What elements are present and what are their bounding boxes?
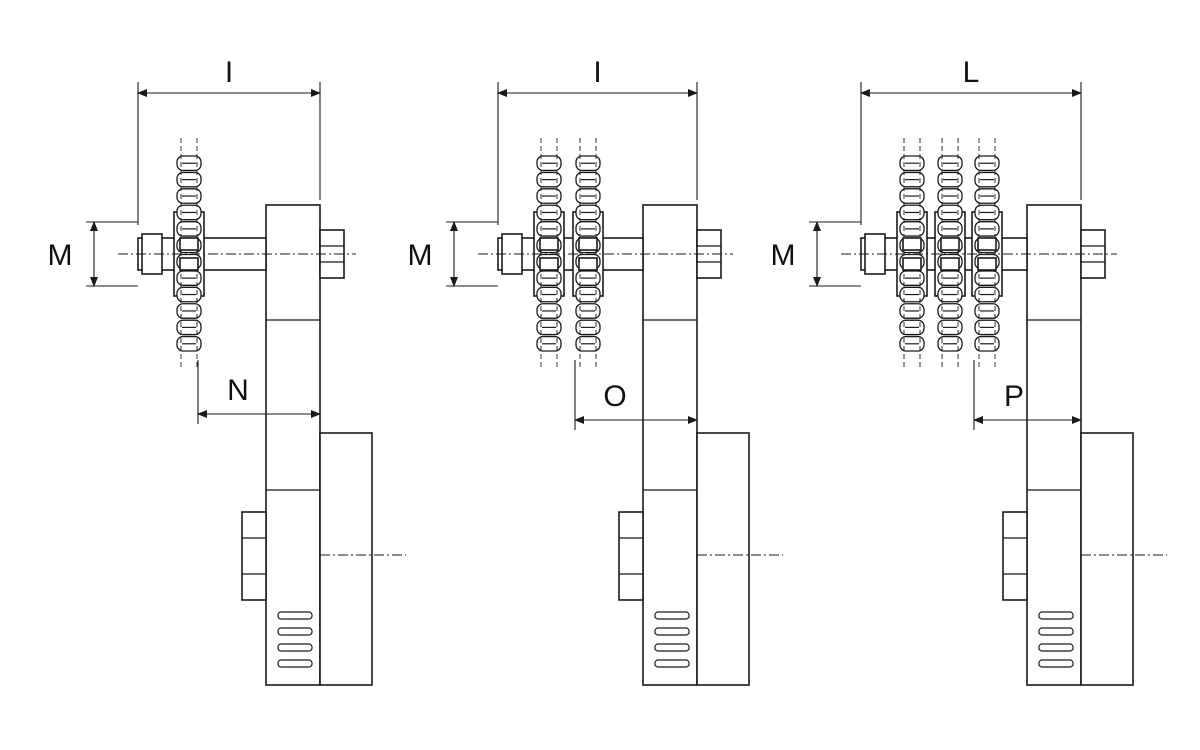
- mounting-bolt: [241, 511, 267, 601]
- vent-slot: [654, 659, 690, 668]
- offset-label: N: [227, 374, 249, 407]
- hub-bolt: [940, 237, 960, 251]
- hub-bolt: [977, 237, 997, 251]
- hub-bolt: [902, 257, 922, 271]
- hub-bolt: [977, 257, 997, 271]
- hub-bolt: [578, 237, 598, 251]
- offset-label: O: [603, 380, 626, 413]
- tensioner-arm: [265, 204, 321, 686]
- hub-bolt: [940, 257, 960, 271]
- vent-slot: [1038, 611, 1074, 620]
- tensioner-arm: [1026, 204, 1082, 686]
- vent-slot: [1038, 627, 1074, 636]
- vent-slot: [277, 627, 313, 636]
- hub-bolt: [179, 237, 199, 251]
- hub-bolt: [539, 237, 559, 251]
- offset-label: P: [1004, 380, 1024, 413]
- hub-bolt: [578, 257, 598, 271]
- vent-slot: [277, 643, 313, 652]
- sprocket: [572, 138, 604, 370]
- sprocket: [896, 138, 928, 370]
- spring-housing: [1080, 432, 1134, 686]
- shaft-label: M: [48, 239, 73, 272]
- vent-slot: [654, 627, 690, 636]
- sprocket: [533, 138, 565, 370]
- width-label: I: [225, 56, 233, 89]
- vent-slot: [1038, 659, 1074, 668]
- width-label: L: [963, 56, 980, 89]
- hub-bolt: [179, 257, 199, 271]
- mounting-bolt: [618, 511, 644, 601]
- hub-bolt: [902, 237, 922, 251]
- spring-housing: [696, 432, 750, 686]
- view-single: I M N: [48, 56, 406, 686]
- vent-slot: [277, 659, 313, 668]
- sprocket: [173, 138, 205, 370]
- vent-slot: [1038, 643, 1074, 652]
- shaft-label: M: [408, 239, 433, 272]
- width-label: I: [593, 56, 601, 89]
- hub-bolt: [539, 257, 559, 271]
- view-triple: L M P: [771, 56, 1167, 686]
- spring-housing: [319, 432, 373, 686]
- vent-slot: [654, 643, 690, 652]
- vent-slot: [277, 611, 313, 620]
- sprocket: [971, 138, 1003, 370]
- view-double: I M O: [408, 56, 783, 686]
- vent-slot: [654, 611, 690, 620]
- mounting-bolt: [1002, 511, 1028, 601]
- shaft-label: M: [771, 239, 796, 272]
